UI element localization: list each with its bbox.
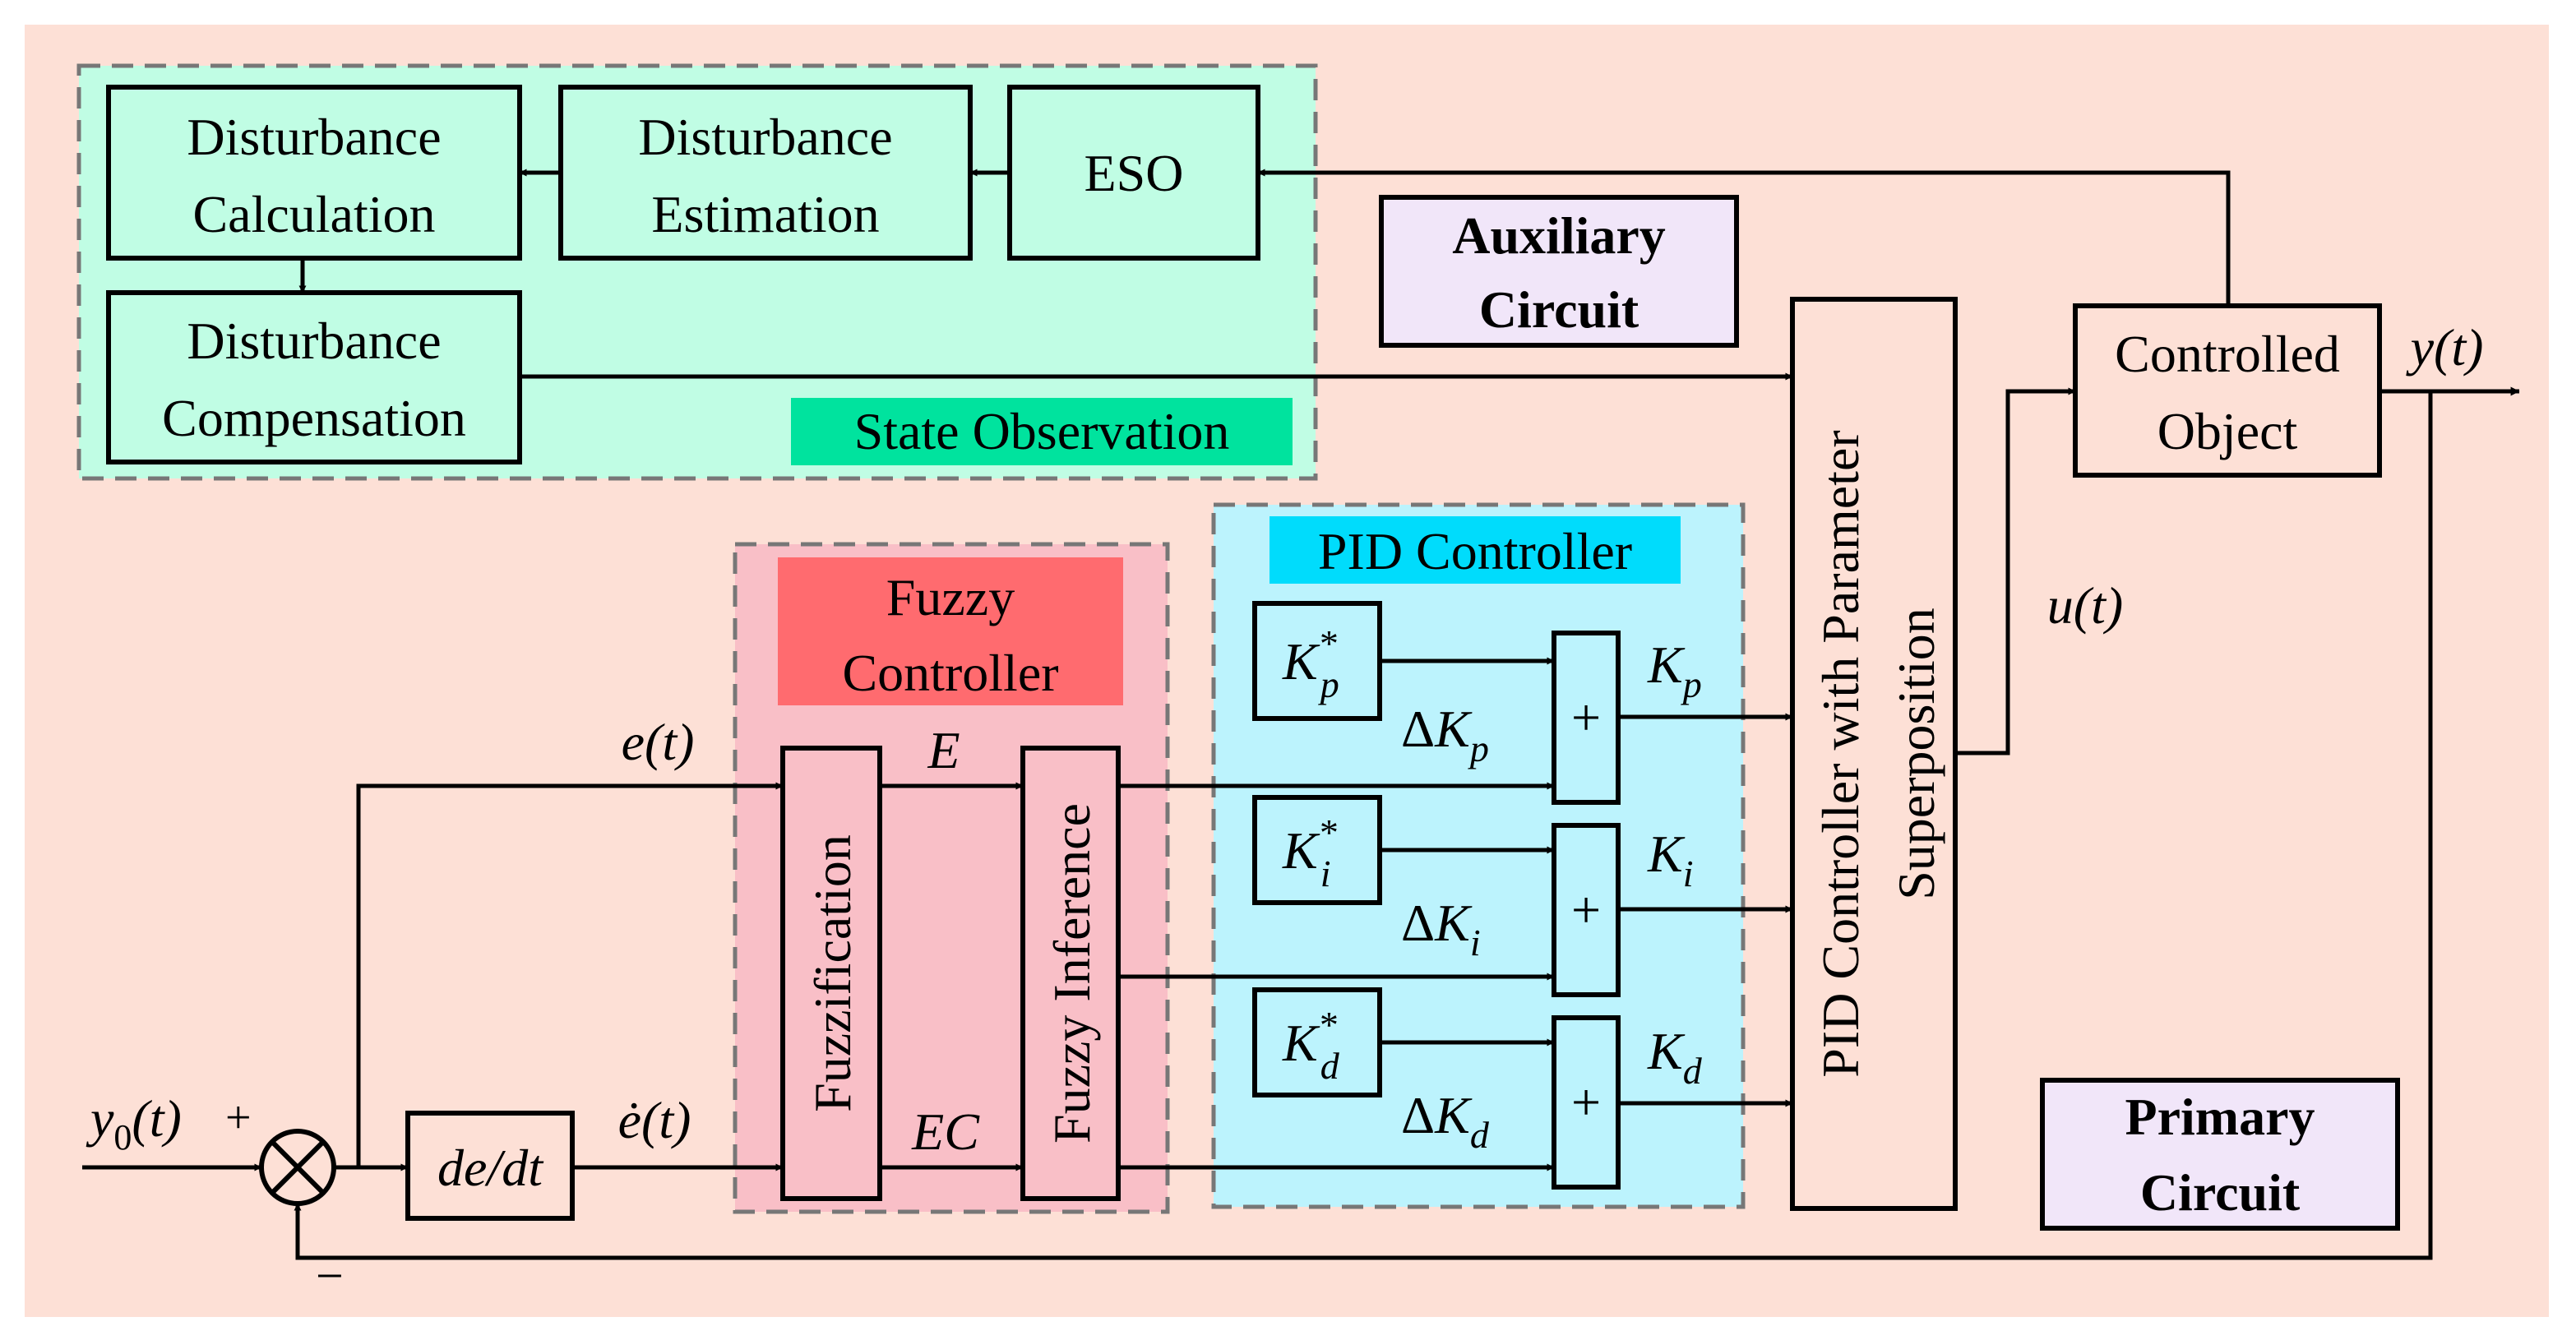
minus-sign: − [316, 1249, 344, 1303]
auxiliary-circuit-label-box [1379, 195, 1739, 348]
plus-sign: + [225, 1093, 252, 1144]
eso-label: ESO [1085, 144, 1184, 202]
sum-block-i-label: + [1571, 880, 1601, 939]
kp-star-label: K*p [1282, 622, 1339, 705]
y0-label: y0(t) [86, 1089, 182, 1157]
disturbance-compensation-line2: Compensation [162, 389, 466, 447]
pid-superposition-line1: PID Controller with Parameter [1811, 430, 1870, 1077]
delta-kd-label: ΔKd [1401, 1086, 1490, 1156]
primary-circuit-label-box [2040, 1078, 2400, 1231]
disturbance-estimation-line1: Disturbance [638, 108, 892, 166]
fuzzy-controller-title-bg [778, 557, 1123, 705]
controlled-object-line2: Object [2157, 402, 2298, 460]
wire-eso-feedback [1257, 169, 2231, 306]
wire-u [1955, 387, 2076, 755]
sum-block-d-label: + [1571, 1073, 1601, 1131]
disturbance-calculation-line2: Calculation [192, 185, 435, 243]
primary-circuit-line1: Primary [2125, 1088, 2315, 1146]
state-observation-title: State Observation [854, 402, 1230, 460]
controlled-object-line1: Controlled [2115, 325, 2340, 383]
pid-controller-region [1211, 502, 1746, 1209]
fuzzy-inference-block [1020, 746, 1121, 1201]
pid-controller-title-bg [1270, 516, 1681, 584]
disturbance-compensation-line1: Disturbance [187, 312, 441, 370]
disturbance-calculation-line1: Disturbance [187, 108, 441, 166]
fuzzy-controller-title-line2: Controller [842, 644, 1058, 702]
edot-label: ė(t) [618, 1091, 691, 1149]
fuzzy-inference-label: Fuzzy Inference [1043, 803, 1101, 1144]
kd-label: Kd [1647, 1022, 1703, 1092]
pid-superposition-line2: Superposition [1887, 608, 1945, 900]
E-label: E [927, 721, 960, 779]
auxiliary-circuit-line2: Circuit [1479, 280, 1639, 339]
fuzzification-block [780, 746, 882, 1201]
ki-star-label: K*i [1282, 811, 1337, 894]
y-label: y(t) [2406, 318, 2484, 377]
kd-star-label: K*d [1282, 1004, 1340, 1087]
wire-e-fuzzification [356, 782, 784, 1167]
EC-label: EC [911, 1102, 980, 1161]
fuzzification-label: Fuzzification [803, 834, 862, 1112]
delta-kp-label: ΔKp [1401, 700, 1489, 769]
ki-label: Ki [1647, 825, 1693, 894]
derivative-label: de/dt [437, 1139, 544, 1197]
auxiliary-circuit-line1: Auxiliary [1452, 206, 1666, 265]
fuzzy-controller-title-line1: Fuzzy [886, 568, 1015, 626]
connections [82, 169, 2520, 1260]
disturbance-estimation-line2: Estimation [651, 185, 879, 243]
e-label: e(t) [622, 713, 695, 771]
wire-main-feedback [294, 391, 2433, 1260]
primary-circuit-line2: Circuit [2140, 1163, 2301, 1222]
pid-controller-title: PID Controller [1318, 522, 1632, 580]
kp-label: Kp [1647, 635, 1702, 705]
sum-block-p-label: + [1571, 688, 1601, 746]
u-label: u(t) [2047, 576, 2123, 635]
delta-ki-label: ΔKi [1401, 894, 1481, 963]
state-observation-title-bg [791, 398, 1293, 465]
